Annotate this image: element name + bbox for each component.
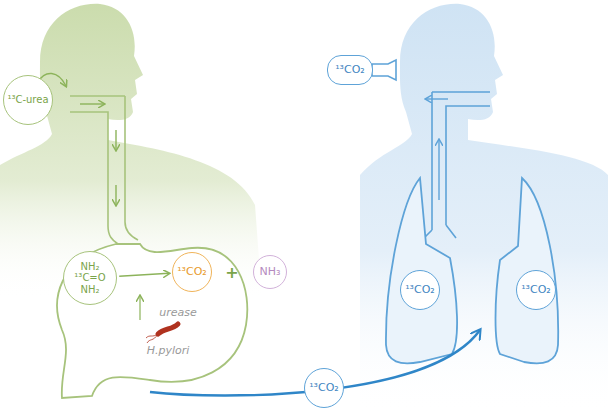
co2-circle: ¹³CO₂ [516, 270, 556, 310]
bacterium-label: H.pylori [147, 344, 190, 357]
urease-arrow [139, 296, 140, 320]
urea-molecule-circle: NH₂¹³C=ONH₂ [63, 251, 118, 306]
node-text: ¹³CO₂ [335, 64, 365, 77]
co2-circle: ¹³CO₂ [304, 368, 344, 408]
h-pylori-bacterium [158, 324, 178, 334]
airway [422, 92, 490, 240]
enzyme-label: urease [159, 306, 197, 319]
node-text: ¹³CO₂ [177, 266, 207, 279]
flow-arrow [80, 103, 104, 104]
right-lung [496, 178, 559, 363]
reaction-arrow [119, 273, 169, 276]
node-text: NH₂ [80, 261, 99, 273]
node-text: ¹³C=O [74, 272, 105, 284]
node-text: ¹³CO₂ [521, 284, 551, 297]
urea-circle: ¹³C-urea [3, 75, 54, 126]
nh3-circle: NH₃ [253, 255, 287, 289]
node-text: ¹³C-urea [7, 94, 48, 106]
bag-nozzle [372, 60, 396, 80]
plus-sign: + [225, 263, 238, 282]
transport-arc [150, 330, 480, 396]
node-text: ¹³CO₂ [405, 284, 435, 297]
node-text: NH₃ [260, 266, 281, 279]
esophagus [70, 96, 138, 244]
flow-arrow [115, 130, 116, 150]
breath-bag: ¹³CO₂ [327, 55, 373, 85]
co2-circle: ¹³CO₂ [172, 252, 212, 292]
exhale-arrow [438, 140, 439, 200]
node-text: ¹³CO₂ [309, 382, 339, 395]
left-lung [386, 178, 457, 363]
blue-silhouette [360, 4, 608, 416]
exhale-arrow [426, 98, 448, 99]
flagella [146, 334, 158, 343]
node-text: NH₂ [80, 284, 99, 296]
stomach [57, 244, 247, 398]
flow-arrow [115, 185, 116, 205]
co2-circle: ¹³CO₂ [400, 270, 440, 310]
